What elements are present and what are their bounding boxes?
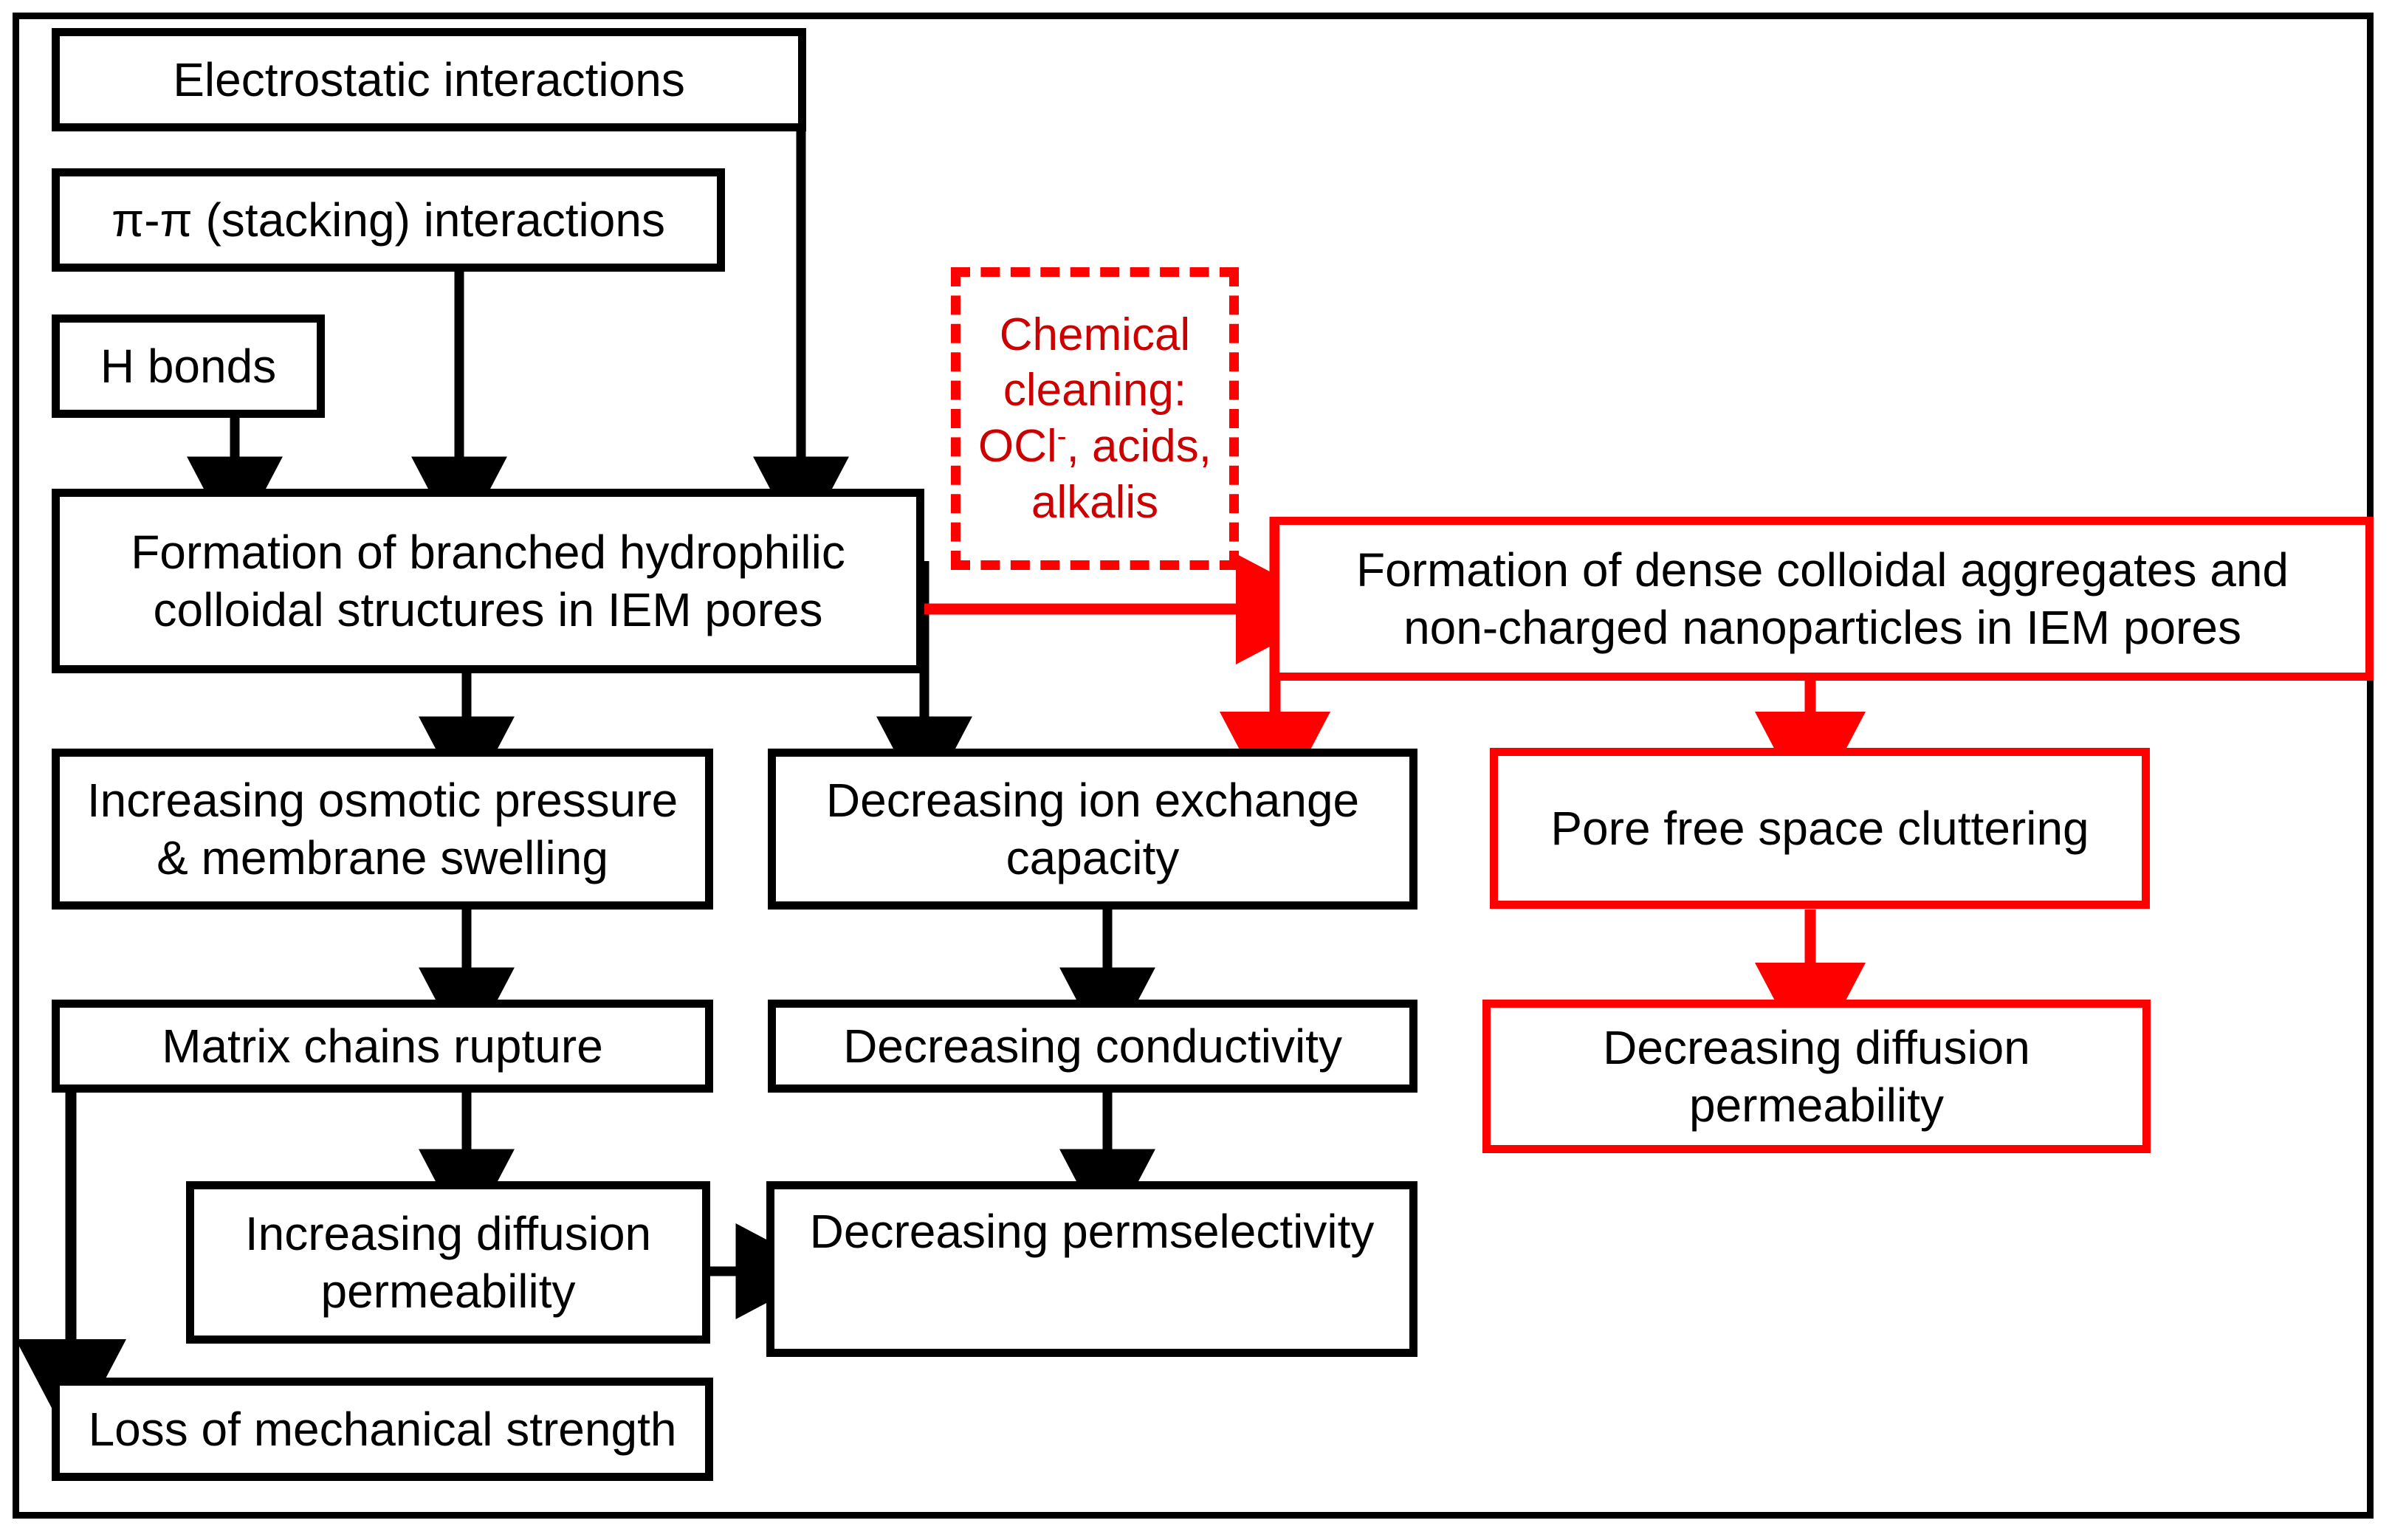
node-label-line-2: colloidal structures in IEM pores <box>153 583 823 636</box>
node-decreasing-conductivity[interactable]: Decreasing conductivity <box>768 1000 1417 1093</box>
node-label-line-2: permeability <box>320 1265 576 1318</box>
node-label: Decreasing permselectivity <box>809 1205 1375 1258</box>
node-label-line-1: Formation of branched hydrophilic <box>131 525 845 579</box>
node-pi-pi-interactions[interactable]: π-π (stacking) interactions <box>52 168 725 272</box>
node-electrostatic-interactions[interactable]: Electrostatic interactions <box>52 28 806 131</box>
node-label-line-1: Decreasing ion exchange <box>825 773 1360 827</box>
node-pore-free-space-cluttering[interactable]: Pore free space cluttering <box>1490 748 2150 909</box>
node-label: π-π (stacking) interactions <box>111 193 665 247</box>
node-label: Pore free space cluttering <box>1550 801 2089 855</box>
node-matrix-chains-rupture[interactable]: Matrix chains rupture <box>52 1000 713 1093</box>
node-decreasing-ion-exchange-capacity[interactable]: Decreasing ion exchange capacity <box>768 749 1417 910</box>
node-formation-branched-colloidal[interactable]: Formation of branched hydrophilic colloi… <box>52 489 924 673</box>
node-loss-of-mechanical-strength[interactable]: Loss of mechanical strength <box>52 1378 713 1481</box>
acids-text: , acids, <box>1066 421 1212 472</box>
node-chemical-cleaning[interactable]: Chemical cleaning: OCl-, acids, alkalis <box>951 267 1239 570</box>
node-label-line-2: capacity <box>1006 831 1180 884</box>
node-label-line-2: & membrane swelling <box>157 831 608 884</box>
node-decreasing-permselectivity[interactable]: Decreasing permselectivity <box>766 1181 1417 1357</box>
node-label-line-1: Decreasing diffusion <box>1603 1020 2030 1074</box>
node-label: Decreasing conductivity <box>843 1019 1342 1073</box>
node-increasing-osmotic-pressure[interactable]: Increasing osmotic pressure & membrane s… <box>52 749 713 910</box>
node-label-line-2: permeability <box>1688 1079 1945 1132</box>
ocl-text: OCl <box>978 421 1057 472</box>
node-formation-dense-colloidal[interactable]: Formation of dense colloidal aggregates … <box>1271 517 2374 681</box>
node-increasing-diffusion-permeability[interactable]: Increasing diffusion permeability <box>186 1181 710 1344</box>
node-label: H bonds <box>100 339 277 393</box>
node-label-line-2: non-charged nanoparticles in IEM pores <box>1403 601 2241 654</box>
node-label-line-1: Increasing diffusion <box>244 1206 652 1260</box>
node-label-line-1: Increasing osmotic pressure <box>86 773 678 827</box>
node-decreasing-diffusion-permeability[interactable]: Decreasing diffusion permeability <box>1482 1000 2151 1153</box>
ocl-charge: - <box>1056 420 1067 453</box>
diagram-outer-frame <box>13 13 2374 1519</box>
chem-cleaning-line-1: Chemical <box>999 309 1191 360</box>
node-label: Matrix chains rupture <box>162 1019 603 1073</box>
chem-cleaning-line-3: OCl-, acids, <box>978 419 1212 475</box>
chem-cleaning-line-2: cleaning: <box>1003 365 1187 416</box>
node-h-bonds[interactable]: H bonds <box>52 314 325 418</box>
node-label: Electrostatic interactions <box>173 52 685 106</box>
node-label: Loss of mechanical strength <box>88 1402 677 1456</box>
node-label-line-1: Formation of dense colloidal aggregates … <box>1355 543 2289 597</box>
chem-cleaning-line-4: alkalis <box>1031 476 1159 528</box>
